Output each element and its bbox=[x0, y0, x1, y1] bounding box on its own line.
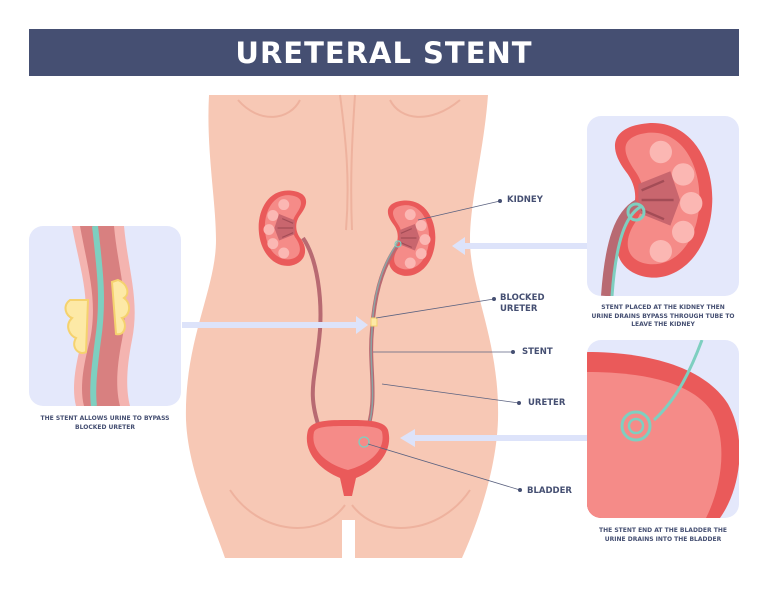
caption-left-line2: BLOCKED URETER bbox=[75, 423, 135, 431]
label-stent: STENT bbox=[522, 347, 553, 357]
blockage bbox=[370, 317, 378, 327]
caption-bottom-right-line2: URINE DRAINS INTO THE BLADDER bbox=[604, 535, 722, 543]
title-bar: URETERAL STENT bbox=[29, 29, 739, 76]
bladder bbox=[306, 420, 390, 496]
caption-top-right: STENT PLACED AT THE KIDNEY THEN URINE DR… bbox=[583, 304, 743, 330]
caption-left: THE STENT ALLOWS URINE TO BYPASS BLOCKED… bbox=[29, 415, 181, 432]
label-blocked-ureter-line2: URETER bbox=[500, 304, 538, 314]
left-ureter bbox=[301, 236, 323, 431]
label-blocked-ureter-line1: BLOCKED bbox=[500, 293, 545, 303]
caption-bottom-right-line1: THE STENT END AT THE BLADDER THE bbox=[599, 527, 727, 534]
page-title: URETERAL STENT bbox=[235, 35, 533, 70]
label-ureter: URETER bbox=[528, 398, 566, 408]
kidney-inset-panel bbox=[587, 116, 739, 296]
left-inset-panel bbox=[29, 226, 181, 406]
caption-left-line1: THE STENT ALLOWS URINE TO BYPASS bbox=[40, 415, 170, 422]
caption-bottom-right: THE STENT END AT THE BLADDER THE URINE D… bbox=[583, 527, 743, 544]
caption-top-right-line1: STENT PLACED AT THE KIDNEY THEN bbox=[601, 304, 725, 311]
label-blocked-ureter: BLOCKED URETER bbox=[500, 293, 545, 315]
label-bladder: BLADDER bbox=[527, 486, 572, 496]
label-kidney: KIDNEY bbox=[507, 195, 543, 205]
caption-top-right-line3: LEAVE THE KIDNEY bbox=[631, 321, 695, 328]
caption-top-right-line2: URINE DRAINS BYPASS THROUGH TUBE TO bbox=[591, 312, 735, 320]
pointer-arrows bbox=[182, 237, 587, 447]
bladder-inset-panel bbox=[587, 340, 739, 518]
stent-line bbox=[363, 241, 399, 441]
